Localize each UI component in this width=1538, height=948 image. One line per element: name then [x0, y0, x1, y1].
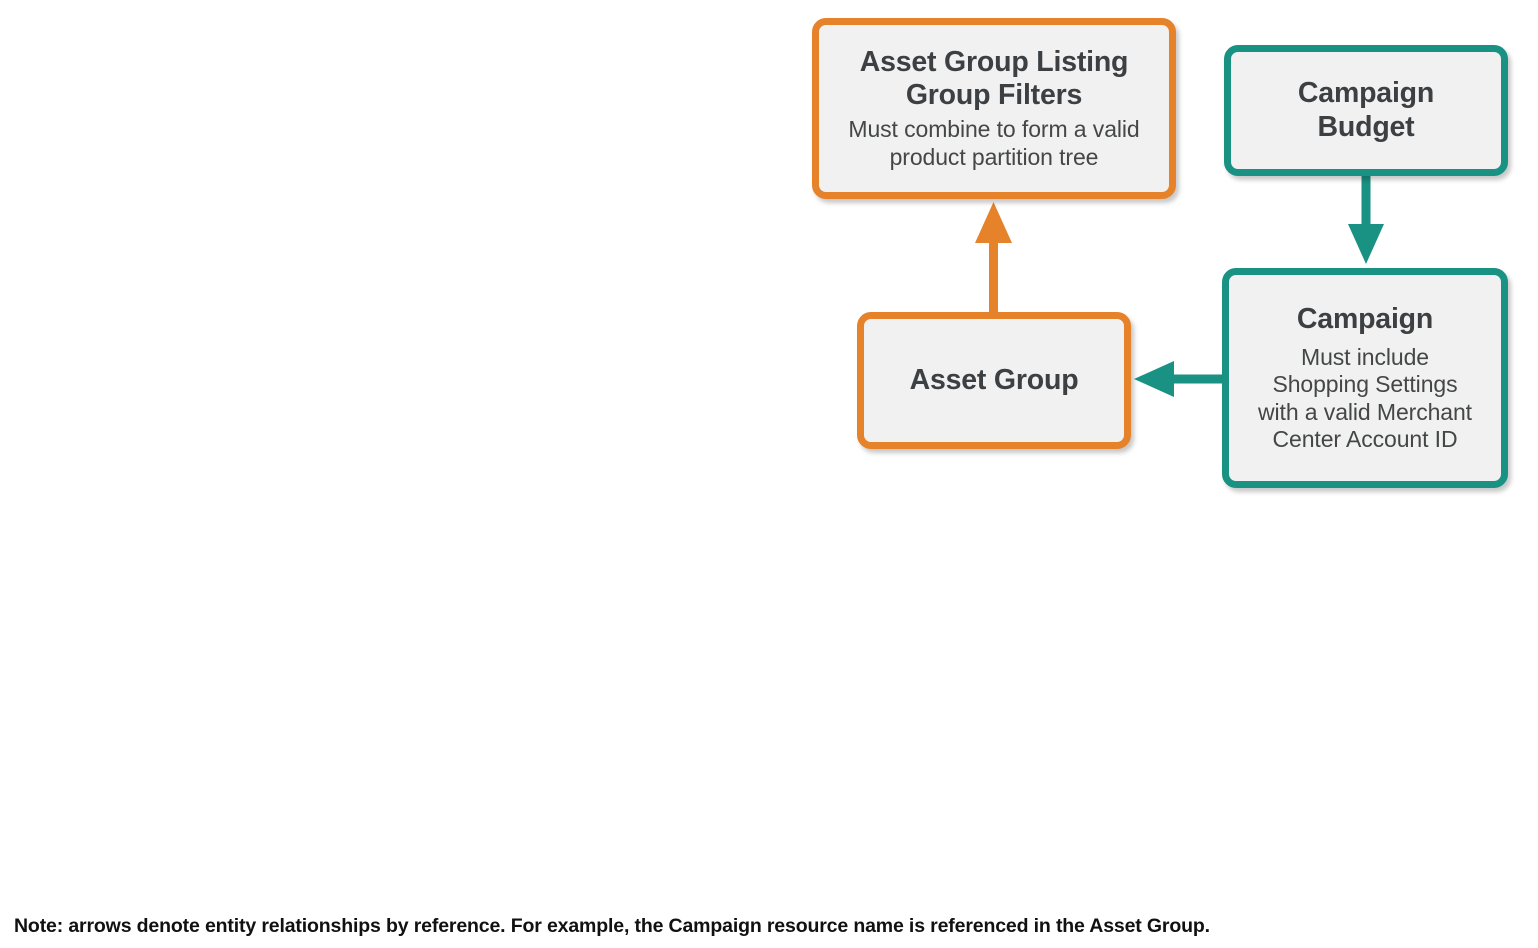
node-title: Asset Group: [909, 363, 1079, 396]
node-title-line-2: Group Filters: [905, 79, 1083, 112]
node-title: Campaign: [1296, 303, 1434, 336]
node-campaign[interactable]: Campaign Must include Shopping Settings …: [1222, 268, 1508, 488]
node-subtitle: Must combine to form a valid product par…: [848, 116, 1139, 170]
node-subtitle-line-1: Must combine to form a valid: [848, 116, 1140, 143]
arrow-campaign-to-asset-group: [1134, 361, 1222, 397]
node-title: Campaign Budget: [1298, 77, 1434, 143]
node-asset-group-listing-group-filters[interactable]: Asset Group Listing Group Filters Must c…: [812, 18, 1176, 199]
node-subtitle-line-4: Center Account ID: [1272, 425, 1458, 452]
node-subtitle: Must include Shopping Settings with a va…: [1258, 344, 1472, 453]
node-subtitle-line-1: Must include: [1301, 344, 1429, 371]
node-campaign-budget[interactable]: Campaign Budget: [1224, 45, 1508, 176]
node-title-line-1: Campaign: [1297, 77, 1435, 110]
node-subtitle-line-3: with a valid Merchant: [1258, 398, 1472, 425]
node-title: Asset Group Listing Group Filters: [860, 46, 1129, 112]
diagram-footnote: Note: arrows denote entity relationships…: [14, 915, 1210, 937]
node-subtitle-line-2: Shopping Settings: [1272, 371, 1458, 398]
node-title-line-2: Budget: [1317, 110, 1415, 143]
node-asset-group[interactable]: Asset Group: [857, 312, 1131, 449]
node-title-line-1: Asset Group Listing: [859, 46, 1129, 79]
node-subtitle-line-2: product partition tree: [889, 143, 1099, 170]
arrow-budget-to-campaign: [1348, 176, 1384, 264]
arrow-asset-group-to-filters: [975, 202, 1012, 312]
